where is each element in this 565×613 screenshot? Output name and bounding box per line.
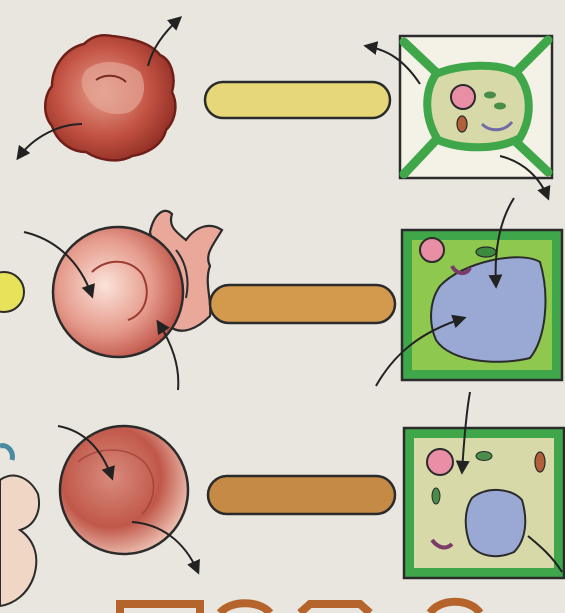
nucleus <box>420 238 444 262</box>
solution-bar-hypertonic <box>205 82 390 118</box>
solution-bar-hypotonic <box>208 476 395 514</box>
vacuole <box>466 490 526 556</box>
solution-bar-isotonic <box>210 285 395 323</box>
nucleus <box>451 85 475 109</box>
rbc-swollen <box>53 227 183 357</box>
nucleus <box>427 449 453 475</box>
